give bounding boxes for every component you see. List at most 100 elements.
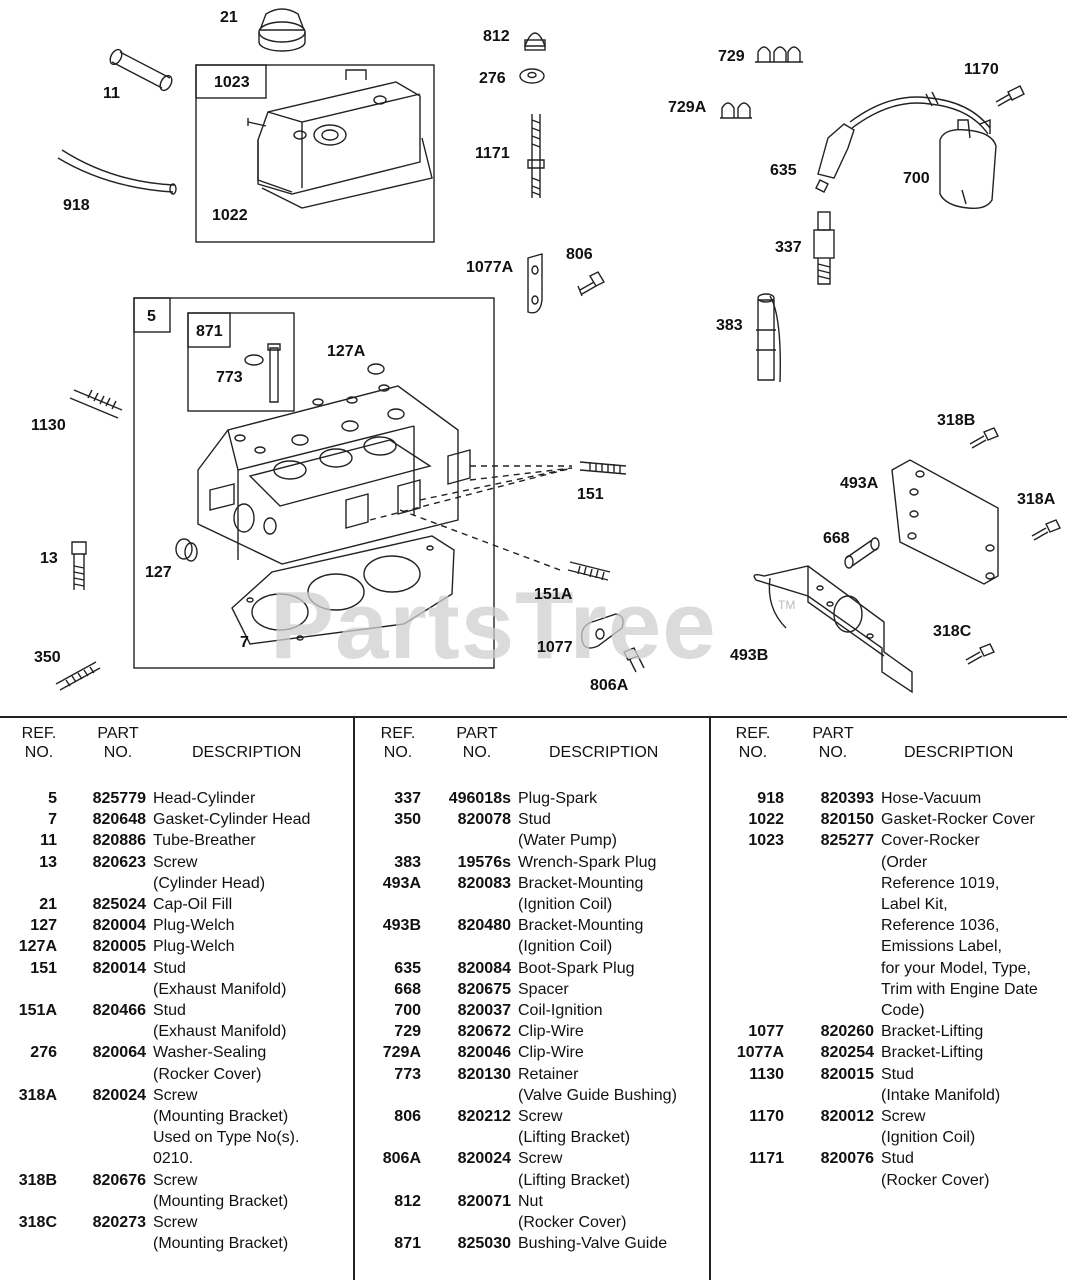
callout-1023: 1023: [214, 74, 250, 91]
part-number: [57, 1127, 146, 1148]
ref-number: [711, 873, 784, 894]
part-number: [57, 873, 146, 894]
part-number: [57, 1106, 146, 1127]
welch-plug-part: [175, 538, 198, 562]
callout-700: 700: [903, 170, 930, 187]
table-row: (Mounting Bracket): [0, 1191, 353, 1212]
part-description: Cover-Rocker: [881, 832, 980, 850]
table-row: (Mounting Bracket): [0, 1106, 353, 1127]
table-row: Trim with Engine Date: [711, 979, 1067, 1000]
part-description: (Rocker Cover): [153, 1065, 262, 1083]
part-number: 820480: [457, 917, 511, 935]
part-description: (Exhaust Manifold): [153, 980, 287, 998]
valve-guide-kit-box: [187, 312, 295, 412]
part-number: [784, 915, 874, 936]
part-number: 825277: [820, 832, 874, 850]
part-description: Reference 1036,: [881, 917, 1000, 935]
part-number: [784, 1000, 874, 1021]
ref-number: 383: [394, 853, 421, 871]
part-description: Plug-Welch: [153, 917, 235, 935]
ref-number: 700: [394, 1002, 421, 1020]
cylinder-head-part: [197, 384, 471, 565]
table-row: for your Model, Type,: [711, 958, 1067, 979]
part-description: Bushing-Valve Guide: [518, 1235, 668, 1253]
part-number: 820672: [457, 1023, 511, 1041]
lifting-bracket-b-part: [581, 613, 624, 649]
part-description: Plug-Spark: [518, 790, 598, 807]
part-description: (Ignition Coil): [518, 938, 613, 956]
table-row: 0210.: [0, 1148, 353, 1169]
ref-number: [0, 1127, 57, 1148]
cylinder-head-screw-part: [71, 541, 87, 590]
spacer-part: [844, 537, 880, 569]
table-row: (Cylinder Head): [0, 873, 353, 894]
table-row: (Ignition Coil): [711, 1127, 1067, 1148]
part-description: Screw: [153, 1086, 198, 1104]
part-description: (Exhaust Manifold): [153, 1023, 287, 1041]
callout-13: 13: [40, 550, 58, 567]
callout-1077a: 1077A: [466, 259, 514, 276]
ref-number: [0, 1148, 57, 1169]
part-number: 820037: [457, 1002, 511, 1020]
part-description: Screw: [518, 1108, 563, 1126]
description-header: DESCRIPTION: [192, 744, 302, 761]
part-number: [421, 1170, 511, 1191]
callout-635: 635: [770, 162, 797, 179]
callout-11: 11: [103, 85, 120, 102]
callout-729: 729: [718, 48, 745, 65]
ref-number: [0, 1233, 57, 1254]
part-description: Plug-Welch: [153, 938, 235, 956]
valve-guide-bushing-part: [244, 343, 281, 403]
part-description: 0210.: [153, 1150, 194, 1168]
ignition-coil-screw-part: [995, 85, 1025, 107]
part-number: 820076: [820, 1150, 874, 1168]
callout-383: 383: [716, 317, 743, 334]
callout-151: 151: [577, 486, 604, 503]
ref-number: 151A: [18, 1002, 57, 1020]
callout-318b: 318B: [937, 412, 976, 429]
part-number: [784, 1170, 874, 1191]
part-number: [421, 894, 511, 915]
table-row: (Water Pump): [355, 830, 709, 851]
part-description: (Rocker Cover): [518, 1214, 627, 1232]
ref-number: [355, 1127, 421, 1148]
mounting-screw-b-part: [969, 427, 999, 449]
part-description: Spacer: [518, 980, 569, 998]
callout-7: 7: [240, 634, 249, 651]
part-number: [421, 1127, 511, 1148]
part-description: (Ignition Coil): [518, 896, 613, 914]
ref-number: 493B: [382, 917, 421, 935]
ref-number: [0, 1021, 57, 1042]
part-number: 820675: [457, 980, 511, 998]
part-description: Gasket-Cylinder Head: [153, 811, 311, 829]
breather-tube-part: [109, 48, 173, 92]
part-description: Washer-Sealing: [153, 1044, 267, 1062]
callout-493b: 493B: [730, 647, 769, 664]
part-description: (Lifting Bracket): [518, 1171, 631, 1189]
part-number: [57, 979, 146, 1000]
callout-337: 337: [775, 239, 802, 256]
ref-number: 127A: [18, 938, 57, 956]
part-description: Tube-Breather: [153, 832, 256, 850]
part-description: Nut: [518, 1192, 543, 1210]
part-description: for your Model, Type,: [881, 959, 1031, 977]
part-number: 820150: [820, 811, 874, 829]
ref-number: [0, 1064, 57, 1085]
